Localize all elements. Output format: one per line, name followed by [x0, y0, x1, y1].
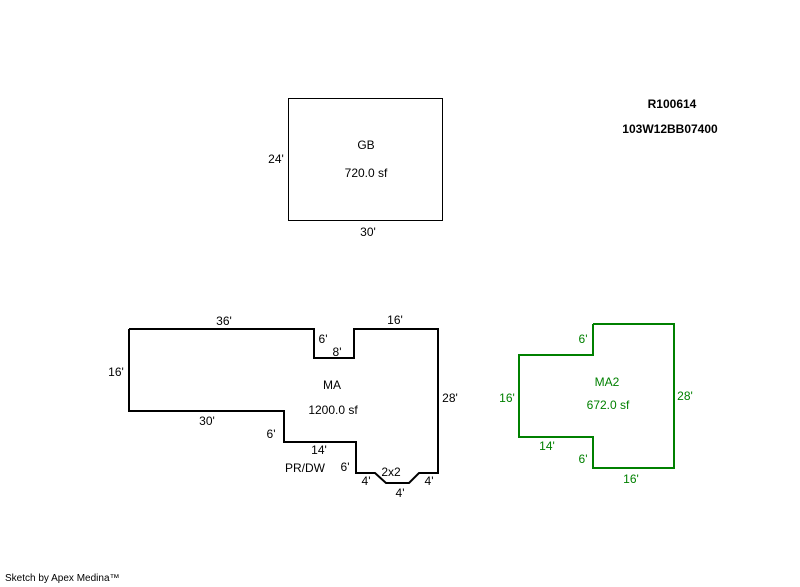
map-id: 103W12BB07400 — [622, 122, 718, 136]
gb-label: GB — [357, 138, 374, 152]
ma2-dim-bottom-step-across: 14' — [539, 439, 555, 453]
ma-dim-notch-down: 6' — [319, 332, 328, 346]
gb-area-value: 720.0 sf — [345, 166, 388, 180]
ma2-outline — [518, 323, 675, 469]
ma-dim-bump-left: 4' — [362, 474, 371, 488]
gb-area: GB 720.0 sf 24' 30' — [268, 98, 443, 239]
ma-sublabel: PR/DW — [285, 461, 326, 475]
gb-dim-left: 24' — [268, 152, 284, 166]
ma-dim-step-across: 14' — [311, 443, 327, 457]
ma2-dim-right: 28' — [677, 389, 693, 403]
ma-dim-left: 16' — [108, 365, 124, 379]
ma2-dim-top-step: 6' — [579, 332, 588, 346]
gb-dim-bottom: 30' — [360, 225, 376, 239]
ma-notch-label: 2x2 — [381, 465, 401, 479]
ma-dim-step-down: 6' — [267, 427, 276, 441]
gb-outline — [288, 98, 443, 221]
ma-area: 36' 6' 8' 16' 16' 28' 30' 6' 14' 6' 4' 4… — [108, 313, 458, 500]
ma2-dim-left: 16' — [499, 391, 515, 405]
ma-dim-bump-right: 4' — [425, 474, 434, 488]
ma-outline — [128, 328, 439, 484]
ma2-label: MA2 — [595, 375, 620, 389]
ma-dim-bump-bottom: 4' — [396, 486, 405, 500]
parcel-id: R100614 — [648, 97, 697, 111]
ma-dim-right: 28' — [442, 391, 458, 405]
ma2-area-value: 672.0 sf — [587, 398, 630, 412]
ma-dim-bottom-left: 30' — [199, 414, 215, 428]
ma2-area: 6' 16' 28' 14' 6' 16' MA2 672.0 sf — [499, 323, 693, 486]
ma2-dim-bottom: 16' — [623, 472, 639, 486]
ma-area-value: 1200.0 sf — [308, 403, 358, 417]
ma-dim-top-right: 16' — [387, 313, 403, 327]
ma-label: MA — [323, 378, 341, 392]
ma-dim-step-down-2: 6' — [341, 460, 350, 474]
sketch-credit: Sketch by Apex Medina™ — [5, 573, 120, 584]
ma2-dim-bottom-step-down: 6' — [579, 452, 588, 466]
ma-dim-top-left: 36' — [216, 314, 232, 328]
ma-dim-notch-bottom: 8' — [333, 345, 342, 359]
